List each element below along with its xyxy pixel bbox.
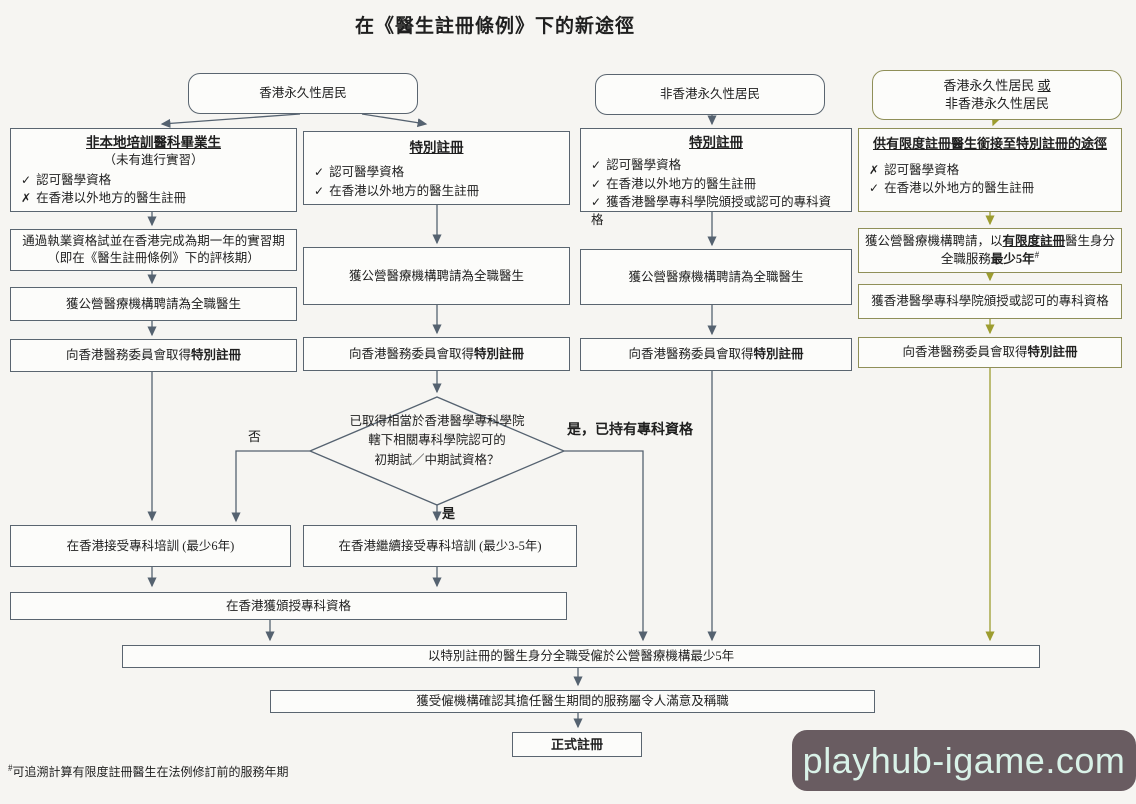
box-special-registration-route-hk: 特別註冊 ✓ 認可醫學資格 ✓ 在香港以外地方的醫生註冊 <box>303 131 570 205</box>
branch-label-yes: 是 <box>442 506 456 521</box>
requirement-text: 認可醫學資格 <box>329 165 405 180</box>
node-hk-permanent-resident: 香港永久性居民 <box>188 73 418 114</box>
check-icon: ✓ <box>314 165 325 180</box>
requirement-text: 在香港以外地方的醫生註冊 <box>329 183 480 198</box>
box-special-registration-col2: 向香港醫務委員會取得特別註冊 <box>303 337 570 371</box>
check-icon: ✓ <box>314 183 325 198</box>
decision-line3: 初期試／中期試資格？ <box>374 452 500 467</box>
decision-line2: 轄下相關專科學院認可的 <box>368 433 506 448</box>
box-specialist-qualification-awarded: 在香港獲頒授專科資格 <box>10 592 567 620</box>
requirement-row: ✓ 認可醫學資格 <box>314 163 561 181</box>
requirement-row: ✓ 在香港以外地方的醫生註冊 <box>869 179 1113 197</box>
requirement-text: 認可醫學資格 <box>606 158 682 173</box>
watermark-text: playhub-igame.com <box>802 739 1126 781</box>
step-text-line1: 獲公營醫療機構聘請，以有限度註冊醫生身分 <box>864 233 1116 248</box>
step-text: 向香港醫務委員會取得特別註冊 <box>348 346 525 361</box>
footnote: #可追溯計算有限度註冊醫生在法例修訂前的服務年期 <box>8 763 289 780</box>
branch-label-no: 否 <box>248 429 262 444</box>
check-icon: ✓ <box>591 195 602 209</box>
box-licensing-exam-internship: 通過執業資格試並在香港完成為期一年的實習期 （即在《醫生註冊條例》下的評核期） <box>10 229 297 271</box>
box-training-6-years: 在香港接受專科培訓 (最少6年) <box>10 525 291 567</box>
requirement-text: 在香港以外地方的醫生註冊 <box>36 191 187 206</box>
box-nonlocal-graduates: 非本地培訓醫科畢業生 （未有進行實習） ✓ 認可醫學資格 ✗ 在香港以外地方的醫生註… <box>10 128 297 212</box>
requirement-text: 獲香港醫學專科學院頒授或認可的專科資格 <box>591 195 832 228</box>
step-text: 向香港醫務委員會取得特別註冊 <box>65 348 242 363</box>
check-icon: ✓ <box>21 173 32 188</box>
connectors-dark <box>147 113 717 729</box>
box-subtitle: （未有進行實習） <box>103 153 204 168</box>
footnote-marker: # <box>8 763 13 773</box>
box-employed-5-years: 以特別註冊的醫生身分全職受僱於公營醫療機構最少5年 <box>122 645 1040 668</box>
cross-icon: ✗ <box>869 162 880 177</box>
cross-icon: ✗ <box>21 191 32 206</box>
requirement-row: ✗ 認可醫學資格 <box>869 161 1113 179</box>
step-text: 獲香港醫學專科學院頒授或認可的專科資格 <box>871 294 1109 309</box>
node-label: 非香港永久性居民 <box>659 87 760 102</box>
requirement-row: ✓獲香港醫學專科學院頒授或認可的專科資格 <box>591 193 843 230</box>
step-text: 獲受僱機構確認其擔任醫生期間的服務屬令人滿意及稱職 <box>416 694 729 709</box>
box-training-3-5-years: 在香港繼續接受專科培訓 (最少3-5年) <box>303 525 577 567</box>
step-text: 正式註冊 <box>550 736 603 752</box>
connectors-olive <box>985 115 1001 642</box>
check-icon: ✓ <box>869 180 880 195</box>
box-public-employment-col1: 獲公營醫療機構聘請為全職醫生 <box>10 287 297 321</box>
requirement-row: ✓ 在香港以外地方的醫生註冊 <box>314 182 561 200</box>
step-text-line1: 通過執業資格試並在香港完成為期一年的實習期 <box>22 234 285 249</box>
step-text: 獲公營醫療機構聘請為全職醫生 <box>348 268 524 283</box>
check-icon: ✓ <box>591 176 602 191</box>
box-special-registration-col3: 向香港醫務委員會取得特別註冊 <box>580 338 852 371</box>
box-employer-confirmation: 獲受僱機構確認其擔任醫生期間的服務屬令人滿意及稱職 <box>270 690 875 713</box>
step-text-line2: （即在《醫生註冊條例》下的評核期） <box>47 251 260 265</box>
box-special-registration-col1: 向香港醫務委員會取得特別註冊 <box>10 339 297 372</box>
requirement-row: ✗ 在香港以外地方的醫生註冊 <box>21 189 288 207</box>
box-limited-registration-bridge: 供有限度註冊醫生銜接至特別註冊的途徑 ✗ 認可醫學資格 ✓ 在香港以外地方的醫生註冊 <box>858 128 1122 212</box>
footnote-marker: # <box>1034 250 1040 261</box>
requirement-list: ✓ 認可醫學資格 ✗ 在香港以外地方的醫生註冊 <box>11 169 296 208</box>
node-non-hk-permanent-resident: 非香港永久性居民 <box>595 74 825 115</box>
step-text-line2: 全職服務最少5年# <box>940 250 1040 267</box>
requirement-text: 認可醫學資格 <box>36 173 112 188</box>
box-limited-registration-service: 獲公營醫療機構聘請，以有限度註冊醫生身分 全職服務最少5年# <box>858 228 1122 273</box>
requirement-text: 在香港以外地方的醫生註冊 <box>884 180 1035 195</box>
step-text: 在香港獲頒授專科資格 <box>225 598 351 613</box>
box-public-employment-col3: 獲公營醫療機構聘請為全職醫生 <box>580 249 852 305</box>
step-text: 向香港醫務委員會取得特別註冊 <box>628 347 804 362</box>
box-specialist-qualification-col4: 獲香港醫學專科學院頒授或認可的專科資格 <box>858 284 1122 319</box>
step-text: 向香港醫務委員會取得特別註冊 <box>902 345 1078 360</box>
requirement-row: ✓ 認可醫學資格 <box>21 171 288 189</box>
box-special-registration-col4: 向香港醫務委員會取得特別註冊 <box>858 337 1122 368</box>
box-title: 非本地培訓醫科畢業生 <box>86 135 221 150</box>
requirement-list: ✓ 認可醫學資格 ✓ 在香港以外地方的醫生註冊 <box>304 157 569 200</box>
node-label: 香港永久性居民 <box>259 86 347 101</box>
node-label-line1: 香港永久性居民 或 <box>943 78 1051 94</box>
watermark-badge: playhub-igame.com <box>792 730 1136 791</box>
requirement-row: ✓ 在香港以外地方的醫生註冊 <box>591 175 843 193</box>
step-text: 獲公營醫療機構聘請為全職醫生 <box>628 269 804 284</box>
requirement-text: 認可醫學資格 <box>884 162 960 177</box>
branch-label-yes-specialist: 是，已持有專科資格 <box>567 423 693 438</box>
box-special-registration-route-nonhk: 特別註冊 ✓認可醫學資格 ✓在香港以外地方的醫生註冊 ✓獲香港醫學專科學院頒授或… <box>580 128 852 227</box>
requirement-text: 在香港以外地方的醫生註冊 <box>606 176 757 191</box>
check-icon: ✓ <box>591 158 602 173</box>
step-text: 以特別註冊的醫生身分全職受僱於公營醫療機構最少5年 <box>427 649 735 664</box>
box-full-registration: 正式註冊 <box>512 732 642 757</box>
box-title: 特別註冊 <box>409 140 464 155</box>
step-text: 在香港繼續接受專科培訓 (最少3-5年) <box>338 538 542 553</box>
node-hk-or-non-hk-resident: 香港永久性居民 或 非香港永久性居民 <box>872 70 1122 120</box>
decision-question: 已取得相當於香港醫學專科學院 轄下相關專科學院認可的 初期試／中期試資格？ <box>317 412 557 470</box>
requirement-list: ✗ 認可醫學資格 ✓ 在香港以外地方的醫生註冊 <box>859 153 1121 198</box>
box-title: 特別註冊 <box>689 135 743 150</box>
footnote-text: 可追溯計算有限度註冊醫生在法例修訂前的服務年期 <box>12 765 289 779</box>
decision-line1: 已取得相當於香港醫學專科學院 <box>349 414 525 428</box>
step-text: 在香港接受專科培訓 (最少6年) <box>66 538 235 553</box>
requirement-row: ✓ 認可醫學資格 <box>591 156 843 174</box>
page-title: 在《醫生註冊條例》下的新途徑 <box>354 16 635 37</box>
box-public-employment-col2: 獲公營醫療機構聘請為全職醫生 <box>303 247 570 305</box>
node-label-line2: 非香港永久性居民 <box>944 96 1049 111</box>
box-title: 供有限度註冊醫生銜接至特別註冊的途徑 <box>872 136 1107 151</box>
step-text: 獲公營醫療機構聘請為全職醫生 <box>65 296 241 311</box>
requirement-list: ✓認可醫學資格 ✓在香港以外地方的醫生註冊 ✓獲香港醫學專科學院頒授或認可的專科… <box>581 152 851 229</box>
